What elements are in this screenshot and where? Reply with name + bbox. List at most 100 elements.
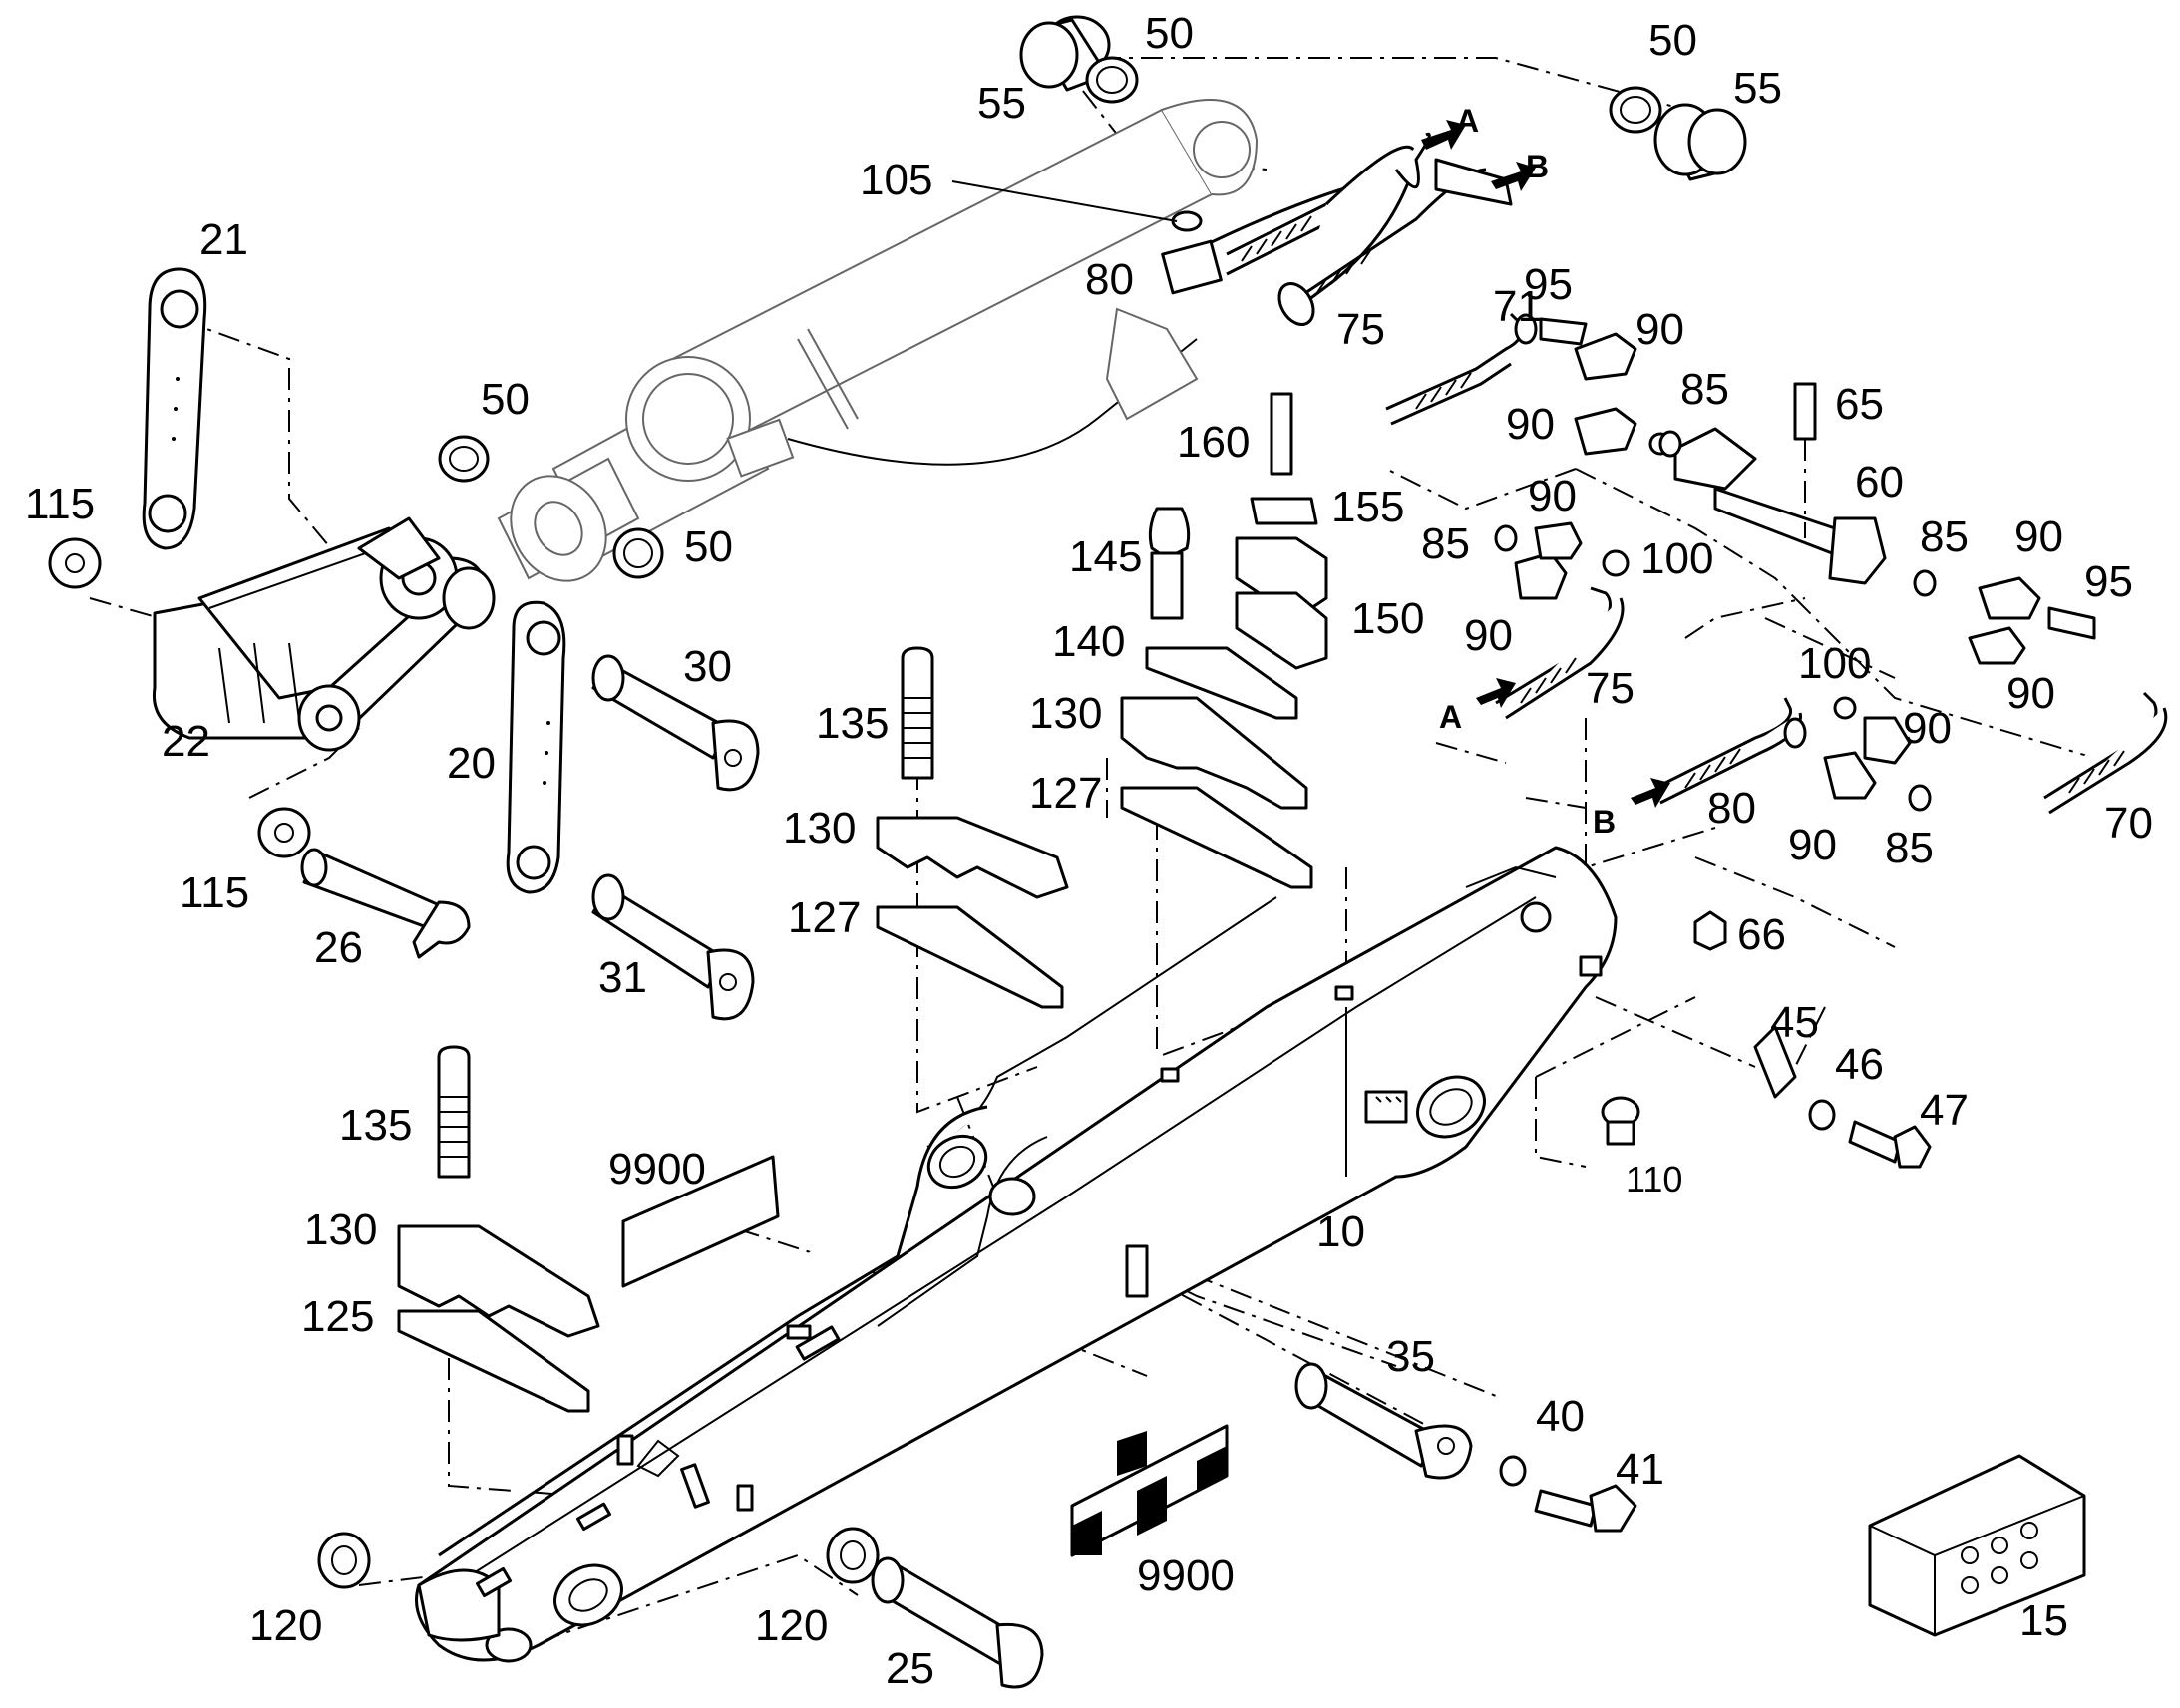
label-125: 125 [301, 1292, 374, 1341]
port-label-A-bottom: A [1439, 699, 1462, 735]
decal-9900-striped [1070, 1424, 1229, 1557]
label-127-right: 127 [1029, 769, 1102, 818]
label-160: 160 [1177, 418, 1250, 467]
washer-40-bolt-41 [1499, 1455, 1637, 1533]
label-85-b: 85 [1421, 519, 1470, 568]
label-130-bottom: 130 [304, 1205, 377, 1254]
label-9900-top: 9900 [608, 1145, 706, 1194]
label-105: 105 [860, 156, 932, 204]
seals-50 [438, 435, 664, 579]
hose-80-lower [1654, 696, 1912, 805]
rocker-22 [152, 516, 496, 752]
label-90-a: 90 [1635, 305, 1684, 354]
label-50-top-left: 50 [1145, 9, 1194, 58]
leader-lines [951, 180, 1178, 222]
label-20: 20 [447, 739, 496, 788]
label-127-left: 127 [788, 893, 861, 942]
washers-120 [317, 1527, 880, 1589]
label-10: 10 [1316, 1207, 1365, 1256]
bushing-55-left [1019, 15, 1139, 104]
label-41: 41 [1616, 1445, 1664, 1494]
label-47: 47 [1920, 1086, 1969, 1135]
label-55-left: 55 [977, 79, 1026, 128]
label-85-d: 85 [1885, 824, 1934, 872]
port-arrows-bottom [1476, 678, 1670, 808]
hose-75-lower [1495, 521, 1630, 720]
label-90-c: 90 [1528, 472, 1577, 520]
label-90-g: 90 [1903, 704, 1952, 753]
label-65: 65 [1835, 380, 1884, 429]
link-20 [506, 600, 566, 894]
label-145: 145 [1069, 532, 1142, 581]
label-115-bottom: 115 [180, 868, 249, 917]
label-140: 140 [1052, 617, 1125, 666]
label-40: 40 [1536, 1392, 1585, 1441]
label-55-right: 55 [1733, 64, 1782, 113]
hydraulic-cylinder [497, 99, 1259, 582]
label-70: 70 [2104, 799, 2153, 848]
label-26: 26 [314, 923, 363, 972]
label-95-top: 95 [1524, 260, 1573, 309]
label-25: 25 [886, 1644, 934, 1693]
bolt-110 [1601, 1096, 1640, 1146]
label-50-top-right: 50 [1648, 16, 1697, 65]
boom-10 [415, 846, 1618, 1663]
label-95-right: 95 [2084, 557, 2133, 606]
hose-70 [1968, 576, 2168, 815]
port-arrows-top [1421, 120, 1536, 191]
label-135-mid: 135 [816, 699, 889, 748]
label-30: 30 [683, 642, 732, 691]
callout-labels: 10 15 20 21 22 25 26 30 31 35 40 41 45 4… [25, 9, 2153, 1693]
plate-45-washer-46-bolt-47 [1753, 1025, 1932, 1169]
label-90-h: 90 [1788, 821, 1837, 869]
label-130-mid-left: 130 [783, 804, 856, 853]
label-75-bottom: 75 [1586, 664, 1635, 713]
port-label-A-top: A [1456, 103, 1479, 139]
label-130-mid-right: 130 [1029, 689, 1102, 738]
label-90-b: 90 [1506, 400, 1555, 449]
label-15: 15 [2019, 1596, 2068, 1645]
washers-115 [48, 537, 311, 858]
pin-26 [300, 848, 471, 959]
label-80-top: 80 [1085, 255, 1134, 304]
label-85-a: 85 [1680, 365, 1729, 414]
label-90-e: 90 [2014, 512, 2063, 561]
clamp-stack-160-155-150 [1235, 392, 1328, 670]
label-71: 71 [1493, 282, 1542, 331]
label-75-top: 75 [1336, 305, 1385, 354]
label-100-a: 100 [1640, 534, 1713, 583]
label-150: 150 [1351, 594, 1424, 643]
hose-71 [1385, 312, 1538, 426]
label-21: 21 [199, 215, 248, 264]
label-45: 45 [1770, 998, 1819, 1047]
label-66: 66 [1737, 910, 1786, 959]
label-135-bottom: 135 [339, 1101, 412, 1150]
bracket-60 [1673, 382, 1887, 585]
valve-block-15 [1868, 1454, 2086, 1637]
label-120-right: 120 [755, 1601, 828, 1650]
pin-31 [591, 873, 755, 1021]
label-31: 31 [598, 953, 647, 1002]
label-22: 22 [162, 717, 210, 766]
pin-35 [1294, 1362, 1473, 1480]
label-80-bottom: 80 [1707, 784, 1756, 833]
port-label-B-bottom: B [1593, 804, 1616, 840]
pin-30 [591, 654, 760, 792]
nut-66 [1693, 910, 1727, 951]
label-46: 46 [1835, 1040, 1884, 1089]
decal-9900-plain [621, 1155, 780, 1288]
port-label-B-top: B [1526, 149, 1549, 184]
clamp-stack-135-130-125 [397, 1045, 600, 1413]
label-85-c: 85 [1920, 512, 1969, 561]
label-50-mid-left: 50 [481, 375, 530, 424]
clamp-stack-145-140-130-127 [1120, 507, 1313, 889]
label-110: 110 [1626, 1159, 1682, 1199]
bushing-55-right [1609, 86, 1747, 181]
pin-25 [871, 1556, 1044, 1689]
label-120-left: 120 [249, 1601, 322, 1650]
label-9900-bottom: 9900 [1137, 1551, 1235, 1600]
label-90-f: 90 [2006, 669, 2055, 718]
small-seals-85 [1494, 430, 1937, 812]
